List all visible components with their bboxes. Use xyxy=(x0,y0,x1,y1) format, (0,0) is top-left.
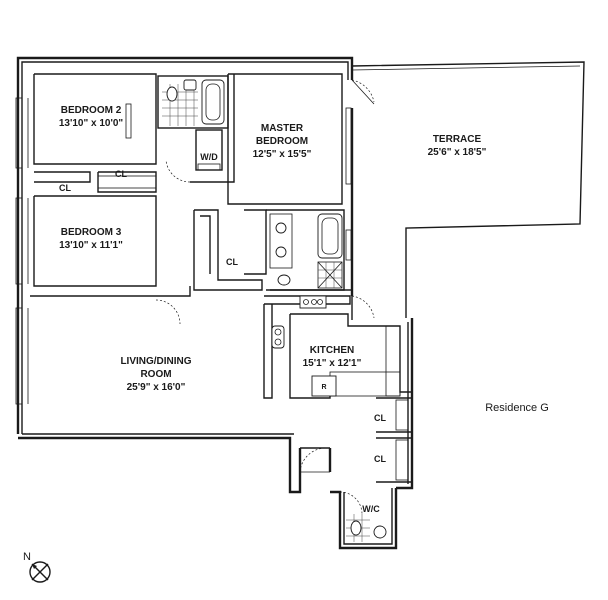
stove-icon xyxy=(299,295,327,309)
terrace-name: TERRACE xyxy=(433,134,482,145)
north-arrow: N xyxy=(23,551,51,583)
wd-label: W/D xyxy=(200,152,218,162)
bedroom-2-name: BEDROOM 2 xyxy=(61,105,122,116)
kitchen-dims: 15'1" x 12'1" xyxy=(303,358,362,369)
refrigerator-icon xyxy=(311,375,337,397)
exterior-walls xyxy=(16,56,414,550)
master-bedroom-dims: 12'5" x 15'5" xyxy=(253,149,312,160)
living-dining-name-line2: ROOM xyxy=(140,369,171,380)
sink-icon xyxy=(275,222,287,234)
toilet-icon xyxy=(166,86,178,102)
wc-label: W/C xyxy=(362,504,380,514)
sink-icon xyxy=(183,79,197,91)
master-bedroom-name-line1: MASTER xyxy=(261,123,304,134)
wc-fixtures xyxy=(346,514,387,542)
kitchen-closet-label-2: CL xyxy=(374,454,386,464)
master-bedroom-name-line2: BEDROOM xyxy=(256,136,308,147)
hall-closet-label: CL xyxy=(226,257,238,267)
compass-icon xyxy=(29,561,51,583)
closet-label-lower: CL xyxy=(59,183,71,193)
interior-walls xyxy=(30,73,413,483)
residence-label: Residence G xyxy=(485,402,549,414)
bedroom-3-name: BEDROOM 3 xyxy=(61,227,122,238)
kitchen-name: KITCHEN xyxy=(310,345,354,356)
living-dining-dims: 25'9" x 16'0" xyxy=(127,382,186,393)
tile-grid xyxy=(346,514,370,542)
bathtub-icon xyxy=(201,79,225,125)
kitchen-closet-label-1: CL xyxy=(374,413,386,423)
bedroom-3-dims: 13'10" x 11'1" xyxy=(59,240,123,251)
sink-icon xyxy=(275,246,287,258)
door-swings xyxy=(155,79,375,515)
small-labels: W/D CL CL CL CL CL W/C R Residence G xyxy=(59,152,549,514)
kitchen-fixtures xyxy=(271,295,337,397)
room-labels: BEDROOM 2 13'10" x 10'0" MASTER BEDROOM … xyxy=(59,105,487,393)
shower-tile xyxy=(317,261,343,289)
refrigerator-label: R xyxy=(321,384,326,391)
windows xyxy=(15,97,352,405)
bathtub-icon xyxy=(317,213,343,259)
living-dining-name-line1: LIVING/DINING xyxy=(120,356,191,367)
bathroom-2 xyxy=(162,79,225,126)
toilet-icon xyxy=(277,274,291,286)
terrace-dims: 25'6" x 18'5" xyxy=(428,147,487,158)
bedroom-2-dims: 13'10" x 10'0" xyxy=(59,118,124,129)
sink-icon xyxy=(373,525,387,539)
terrace-outline xyxy=(351,61,585,318)
toilet-icon xyxy=(350,520,362,536)
master-bath xyxy=(269,213,343,289)
closet-label-upper: CL xyxy=(115,169,127,179)
north-label: N xyxy=(23,551,31,563)
